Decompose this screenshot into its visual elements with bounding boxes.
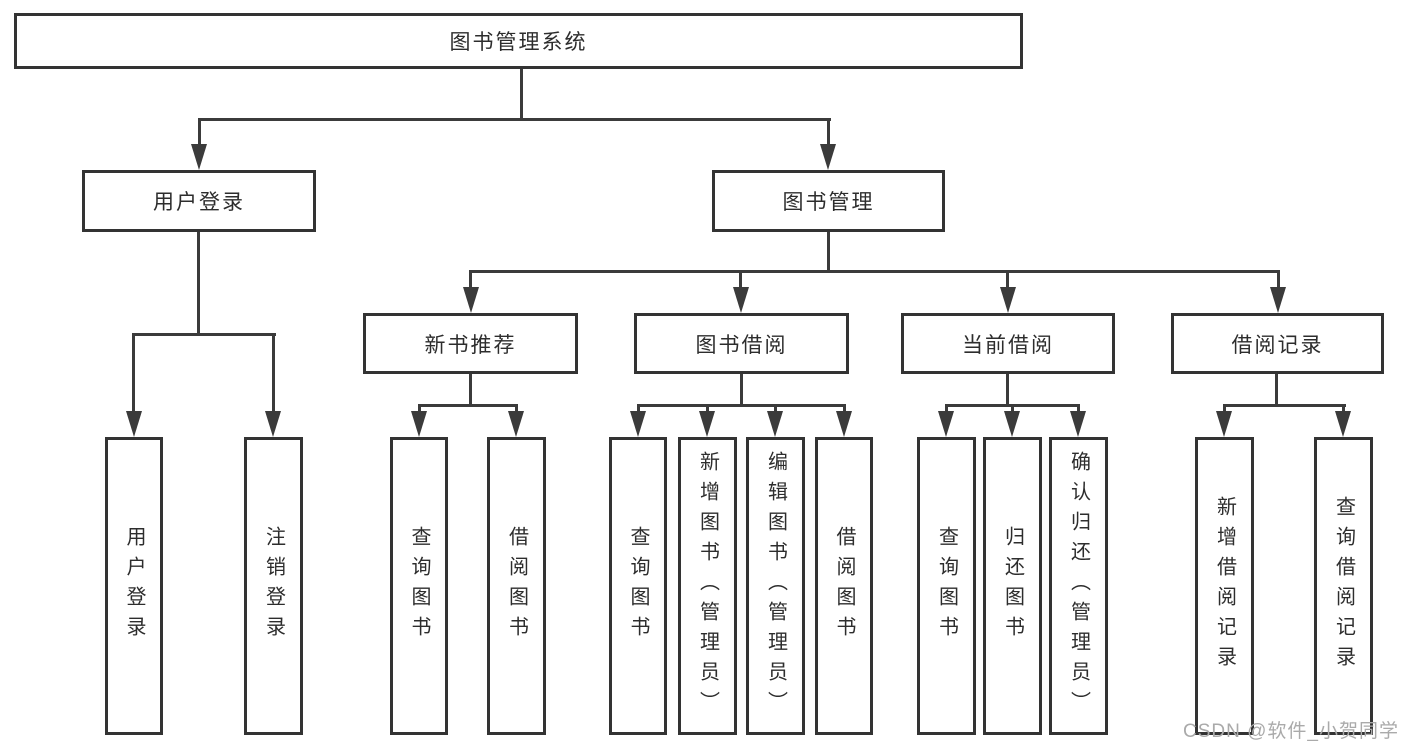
- leaf-return-books: 归还图书: [983, 437, 1042, 735]
- connector-arrow-icon: [411, 411, 427, 437]
- connector-line: [1277, 270, 1280, 290]
- leaf-query-books-recommend: 查询图书: [390, 437, 448, 735]
- connector-line: [945, 404, 948, 416]
- connector-line: [739, 270, 742, 290]
- node-label: 图书管理系统: [449, 31, 588, 54]
- leaf-label: 新增图书（管理员）: [696, 451, 719, 721]
- connector-line: [418, 404, 421, 416]
- connector-arrow-icon: [938, 411, 954, 437]
- connector-line: [1275, 374, 1278, 407]
- connector-line: [272, 333, 275, 413]
- node-library-system: 图书管理系统: [14, 13, 1023, 69]
- connector-line: [827, 232, 830, 273]
- connector-line: [740, 374, 743, 407]
- leaf-label: 新增借阅记录: [1213, 496, 1236, 676]
- leaf-borrow-books: 借阅图书: [815, 437, 873, 735]
- connector-line: [520, 69, 523, 120]
- connector-arrow-icon: [733, 287, 749, 313]
- node-new-book-recommend: 新书推荐: [363, 313, 578, 374]
- connector-line: [198, 118, 831, 121]
- connector-line: [843, 404, 846, 416]
- leaf-query-books-current: 查询图书: [917, 437, 976, 735]
- node-label: 图书管理: [782, 191, 875, 214]
- connector-line: [774, 404, 777, 416]
- connector-line: [515, 404, 518, 416]
- connector-arrow-icon: [699, 411, 715, 437]
- node-user-login: 用户登录: [82, 170, 316, 232]
- leaf-label: 归还图书: [1001, 526, 1024, 646]
- connector-arrow-icon: [1216, 411, 1232, 437]
- leaf-edit-books-admin: 编辑图书（管理员）: [746, 437, 805, 735]
- connector-arrow-icon: [1004, 411, 1020, 437]
- connector-line: [132, 333, 135, 413]
- connector-arrow-icon: [1070, 411, 1086, 437]
- connector-line: [1011, 404, 1014, 416]
- connector-arrow-icon: [820, 144, 836, 170]
- connector-line: [1342, 404, 1345, 416]
- connector-line: [469, 270, 1280, 273]
- connector-line: [827, 118, 830, 146]
- connector-line: [469, 270, 472, 290]
- leaf-label: 注销登录: [262, 526, 285, 646]
- node-current-borrow: 当前借阅: [901, 313, 1115, 374]
- connector-arrow-icon: [508, 411, 524, 437]
- connector-arrow-icon: [1000, 287, 1016, 313]
- leaf-label: 查询图书: [935, 526, 958, 646]
- node-label: 图书借阅: [695, 333, 788, 357]
- connector-line: [1077, 404, 1080, 416]
- leaf-query-books-borrow: 查询图书: [609, 437, 667, 735]
- connector-arrow-icon: [126, 411, 142, 437]
- node-book-management: 图书管理: [712, 170, 945, 232]
- leaf-label: 查询图书: [408, 526, 430, 646]
- leaf-borrow-books-recommend: 借阅图书: [487, 437, 546, 735]
- csdn-watermark: CSDN @软件_小贺同学: [1183, 721, 1399, 742]
- connector-arrow-icon: [836, 411, 852, 437]
- connector-line: [1006, 374, 1009, 407]
- leaf-confirm-return-admin: 确认归还（管理员）: [1049, 437, 1108, 735]
- leaf-add-books-admin: 新增图书（管理员）: [678, 437, 737, 735]
- leaf-label: 借阅图书: [505, 526, 528, 646]
- leaf-user-login: 用户登录: [105, 437, 163, 735]
- leaf-logout: 注销登录: [244, 437, 303, 735]
- leaf-label: 确认归还（管理员）: [1067, 451, 1090, 721]
- connector-line: [637, 404, 640, 416]
- leaf-query-borrow-record: 查询借阅记录: [1314, 437, 1373, 735]
- node-borrow-records: 借阅记录: [1171, 313, 1384, 374]
- node-book-borrow: 图书借阅: [634, 313, 849, 374]
- connector-arrow-icon: [767, 411, 783, 437]
- connector-line: [197, 232, 200, 335]
- connector-line: [469, 374, 472, 407]
- node-label: 借阅记录: [1231, 333, 1324, 357]
- connector-line: [1006, 270, 1009, 290]
- leaf-label: 借阅图书: [833, 526, 855, 646]
- leaf-label: 查询借阅记录: [1332, 496, 1355, 676]
- connector-arrow-icon: [1270, 287, 1286, 313]
- connector-line: [1223, 404, 1346, 407]
- leaf-add-borrow-record: 新增借阅记录: [1195, 437, 1254, 735]
- connector-line: [132, 333, 276, 336]
- connector-arrow-icon: [630, 411, 646, 437]
- connector-arrow-icon: [463, 287, 479, 313]
- connector-arrow-icon: [265, 411, 281, 437]
- connector-line: [706, 404, 709, 416]
- connector-line: [637, 404, 846, 407]
- node-label: 新书推荐: [424, 333, 517, 357]
- connector-arrow-icon: [1335, 411, 1351, 437]
- leaf-label: 查询图书: [627, 526, 649, 646]
- leaf-label: 用户登录: [123, 526, 145, 646]
- leaf-label: 编辑图书（管理员）: [764, 451, 787, 721]
- node-label: 当前借阅: [962, 333, 1054, 357]
- node-label: 用户登录: [153, 191, 245, 214]
- connector-line: [1223, 404, 1226, 416]
- connector-line: [418, 404, 518, 407]
- connector-line: [198, 118, 201, 146]
- connector-arrow-icon: [191, 144, 207, 170]
